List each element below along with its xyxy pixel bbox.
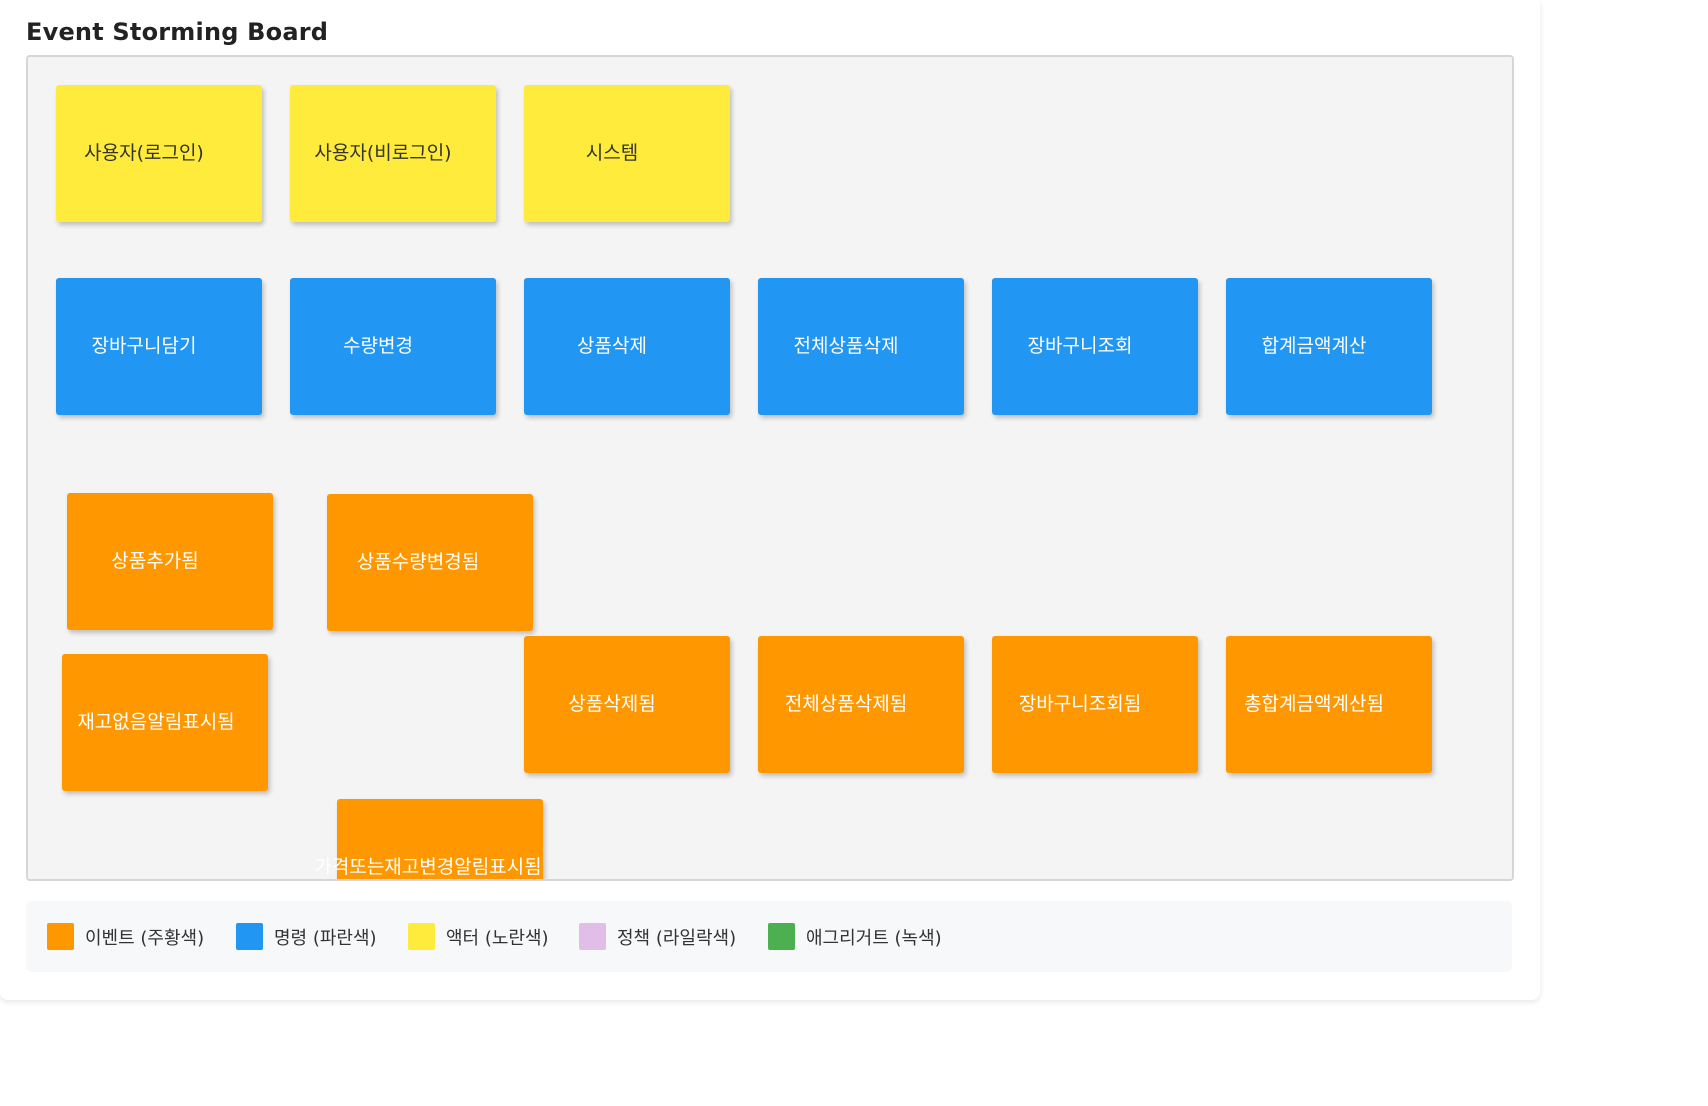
legend-swatch — [768, 923, 795, 950]
legend-swatch — [579, 923, 606, 950]
command-note[interactable]: 장바구니담기 — [56, 278, 262, 415]
note-label: 전체상품삭제 — [793, 335, 899, 357]
legend-item-event: 이벤트 (주황색) — [47, 923, 204, 950]
note-label: 사용자(로그인) — [84, 142, 204, 164]
command-note[interactable]: 상품삭제 — [524, 278, 730, 415]
note-label: 총합계금액계산됨 — [1244, 693, 1384, 715]
legend-label: 애그리거트 (녹색) — [806, 927, 942, 949]
actor-note[interactable]: 사용자(로그인) — [56, 85, 262, 222]
command-note[interactable]: 수량변경 — [290, 278, 496, 415]
legend-label: 이벤트 (주황색) — [85, 927, 205, 949]
note-label: 사용자(비로그인) — [314, 142, 452, 164]
legend-swatch — [408, 923, 435, 950]
event-note[interactable]: 재고없음알림표시됨 — [62, 654, 268, 791]
event-note[interactable]: 상품수량변경됨 — [327, 494, 533, 631]
legend-label: 액터 (노란색) — [446, 927, 549, 949]
event-note[interactable]: 전체상품삭제됨 — [758, 636, 964, 773]
command-note[interactable]: 합계금액계산 — [1226, 278, 1432, 415]
event-note[interactable]: 상품삭제됨 — [524, 636, 730, 773]
legend-swatch — [236, 923, 263, 950]
note-label: 시스템 — [585, 142, 639, 164]
board-title: Event Storming Board — [26, 18, 329, 46]
command-note[interactable]: 장바구니조회 — [992, 278, 1198, 415]
note-label: 상품수량변경됨 — [356, 551, 480, 573]
note-label: 가격또는재고변경알림표시됨 — [314, 856, 542, 878]
event-storming-card: Event Storming Board 사용자(로그인) 사용자(비로그인) … — [26, 18, 1514, 972]
legend-item-actor: 액터 (노란색) — [408, 923, 549, 950]
note-label: 장바구니조회됨 — [1018, 693, 1142, 715]
actor-note[interactable]: 시스템 — [524, 85, 730, 222]
note-label: 장바구니담기 — [91, 335, 197, 357]
legend-item-command: 명령 (파란색) — [236, 923, 377, 950]
legend-swatch — [47, 923, 74, 950]
event-note[interactable]: 가격또는재고변경알림표시됨 — [314, 799, 543, 879]
storming-board[interactable]: 사용자(로그인) 사용자(비로그인) 시스템 장바구니담기 수량변경 상품삭제 … — [26, 55, 1514, 881]
actor-note[interactable]: 사용자(비로그인) — [290, 85, 496, 222]
legend-item-policy: 정책 (라일락색) — [579, 923, 736, 950]
event-note[interactable]: 장바구니조회됨 — [992, 636, 1198, 773]
note-label: 합계금액계산 — [1261, 335, 1367, 357]
note-label: 상품추가됨 — [111, 550, 199, 572]
note-label: 수량변경 — [343, 335, 413, 357]
event-note[interactable]: 총합계금액계산됨 — [1226, 636, 1432, 773]
event-note[interactable]: 상품추가됨 — [67, 493, 273, 630]
legend: 이벤트 (주황색) 명령 (파란색) 액터 (노란색) 정책 (라일락색) 애그… — [26, 901, 1512, 972]
command-note[interactable]: 전체상품삭제 — [758, 278, 964, 415]
legend-label: 정책 (라일락색) — [617, 927, 737, 949]
note-label: 장바구니조회 — [1027, 335, 1133, 357]
legend-item-aggregate: 애그리거트 (녹색) — [768, 923, 942, 950]
note-label: 전체상품삭제됨 — [784, 693, 908, 715]
legend-label: 명령 (파란색) — [274, 927, 377, 949]
note-label: 재고없음알림표시됨 — [77, 711, 235, 733]
note-label: 상품삭제 — [577, 335, 647, 357]
note-label: 상품삭제됨 — [568, 693, 656, 715]
